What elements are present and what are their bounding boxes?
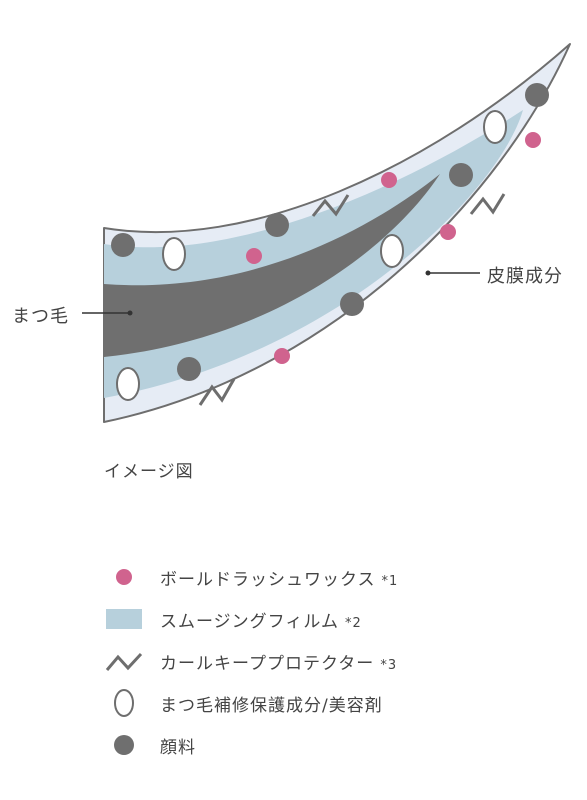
gray-dot bbox=[265, 213, 289, 237]
gray-dot bbox=[449, 163, 473, 187]
pink-dot bbox=[525, 132, 541, 148]
zigzag bbox=[311, 194, 350, 217]
white-oval bbox=[483, 110, 507, 144]
legend-note: *1 bbox=[381, 574, 399, 589]
gray-dot bbox=[525, 83, 549, 107]
legend-item-film: スムージングフィルム *2 bbox=[104, 602, 574, 644]
wax-particles bbox=[246, 132, 541, 364]
gray-dot bbox=[340, 292, 364, 316]
white-oval-icon bbox=[114, 689, 134, 717]
white-oval bbox=[116, 367, 140, 401]
gray-dot bbox=[111, 233, 135, 257]
legend-item-curl: カールキーププロテクター *3 bbox=[104, 644, 574, 686]
legend-label: ボールドラッシュワックス bbox=[160, 570, 376, 590]
zigzag bbox=[198, 378, 236, 406]
gray-dot-icon bbox=[114, 735, 134, 755]
white-oval bbox=[162, 237, 186, 271]
pink-dot bbox=[440, 224, 456, 240]
eyelash-label: まつ毛 bbox=[12, 306, 69, 327]
legend-note: *3 bbox=[380, 658, 398, 673]
film-callout-dot bbox=[425, 270, 431, 276]
zigzag bbox=[469, 193, 506, 215]
repair-particles bbox=[116, 110, 507, 401]
legend-label: まつ毛補修保護成分/美容剤 bbox=[160, 696, 383, 716]
legend-item-pigment: 顔料 bbox=[104, 728, 574, 770]
pink-dot bbox=[274, 348, 290, 364]
pigment-particles bbox=[111, 83, 549, 381]
zigzag-icon bbox=[105, 652, 143, 671]
image-caption: イメージ図 bbox=[104, 462, 194, 482]
legend: ボールドラッシュワックス *1 スムージングフィルム *2 カールキーププロテクター… bbox=[104, 560, 574, 770]
legend-item-wax: ボールドラッシュワックス *1 bbox=[104, 560, 574, 602]
film-swatch-icon bbox=[106, 609, 142, 629]
legend-note: *2 bbox=[344, 616, 362, 631]
pink-dot-icon bbox=[116, 569, 132, 585]
eyelash-core bbox=[104, 174, 440, 357]
legend-label: カールキーププロテクター bbox=[160, 654, 375, 674]
gray-dot bbox=[177, 357, 201, 381]
curl-protector-particles bbox=[198, 193, 506, 406]
pink-dot bbox=[381, 172, 397, 188]
legend-label: スムージングフィルム bbox=[160, 612, 339, 632]
pink-dot bbox=[246, 248, 262, 264]
legend-item-repair: まつ毛補修保護成分/美容剤 bbox=[104, 686, 574, 728]
eyelash-callout-dot bbox=[127, 310, 133, 316]
film-component-label: 皮膜成分 bbox=[487, 266, 563, 287]
white-oval bbox=[380, 234, 404, 268]
legend-label: 顔料 bbox=[160, 738, 196, 758]
